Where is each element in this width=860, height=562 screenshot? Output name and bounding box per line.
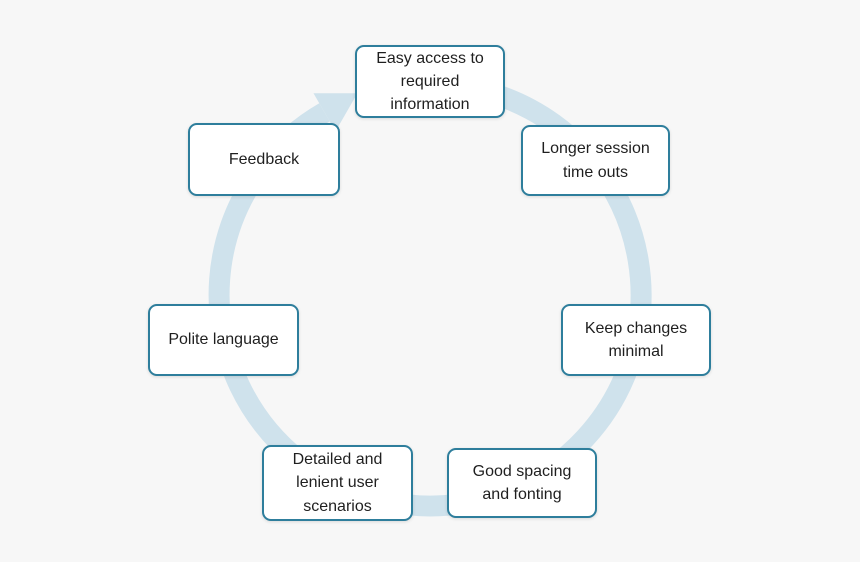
node-label: Keep changes minimal — [584, 319, 688, 360]
node-polite-language: Polite language — [148, 304, 299, 376]
node-label: Longer session time outs — [541, 140, 650, 181]
node-label: Good spacing and fonting — [472, 462, 572, 503]
node-good-spacing-fonting: Good spacing and fonting — [447, 448, 597, 518]
node-label: Detailed and lenient user scenarios — [292, 451, 383, 515]
node-longer-session-timeouts: Longer session time outs — [521, 125, 670, 196]
node-keep-changes-minimal: Keep changes minimal — [561, 304, 711, 376]
node-feedback: Feedback — [188, 123, 340, 196]
node-label: Feedback — [228, 150, 300, 168]
node-label: Polite language — [168, 331, 279, 349]
arrow-head-icon — [313, 93, 358, 132]
node-label: Easy access to required information — [376, 49, 484, 114]
node-detailed-lenient-scenarios: Detailed and lenient user scenarios — [262, 445, 413, 521]
node-easy-access: Easy access to required information — [355, 45, 505, 118]
